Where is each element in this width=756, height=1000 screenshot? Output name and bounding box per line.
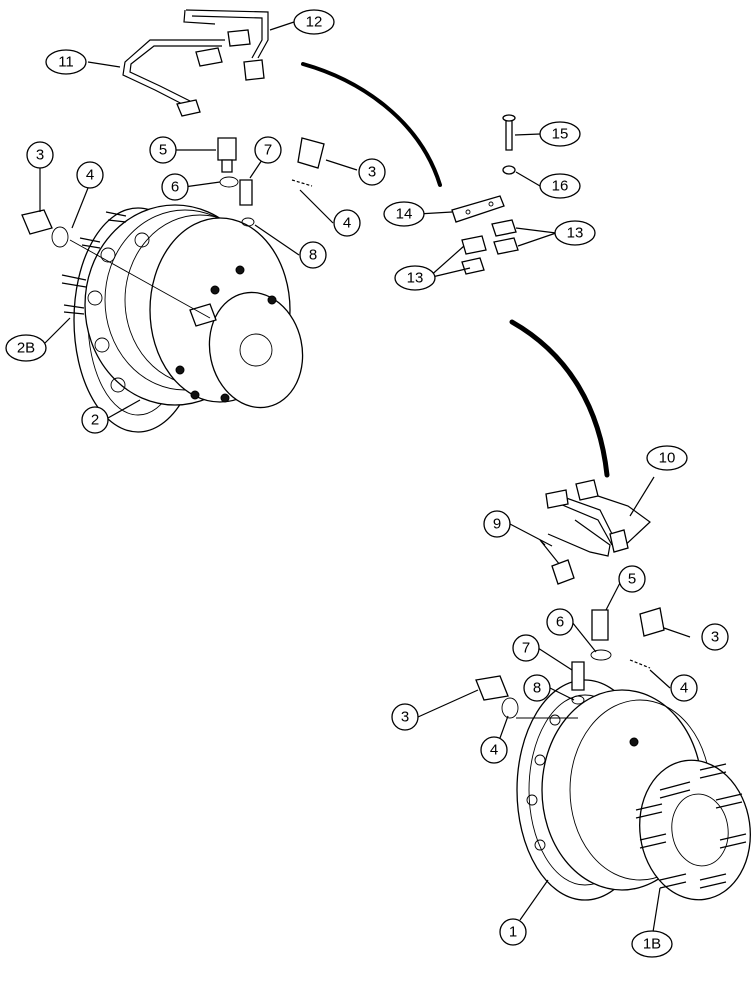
fittings-upper xyxy=(21,137,325,248)
callout-label-4: 4 xyxy=(680,680,688,697)
callout-label-13: 13 xyxy=(407,270,424,287)
callout-label-3: 3 xyxy=(368,164,376,181)
callout-12: 12 xyxy=(293,9,335,35)
fittings-lower xyxy=(475,607,665,719)
callout-3-a: 3 xyxy=(26,141,54,169)
callout-label-6: 6 xyxy=(556,614,564,631)
tube-assembly-upper xyxy=(122,9,269,117)
callout-4-c: 4 xyxy=(670,674,698,702)
callout-label-7: 7 xyxy=(522,640,530,657)
callout-label-3: 3 xyxy=(711,629,719,646)
callout-16: 16 xyxy=(539,173,581,199)
callout-4-a: 4 xyxy=(76,161,104,189)
callout-label-13: 13 xyxy=(567,225,584,242)
guide-arc-lower xyxy=(509,319,610,478)
callout-13-a: 13 xyxy=(554,220,596,246)
callout-7-a: 7 xyxy=(254,136,282,164)
callout-4-b: 4 xyxy=(333,209,361,237)
callout-label-4: 4 xyxy=(490,742,498,759)
callout-label-8: 8 xyxy=(533,680,541,697)
callout-6-a: 6 xyxy=(161,173,189,201)
callout-15: 15 xyxy=(539,121,581,147)
callout-2: 2 xyxy=(81,406,109,434)
callout-label-1B: 1B xyxy=(643,936,661,953)
callout-7-b: 7 xyxy=(512,634,540,662)
callout-label-2B: 2B xyxy=(17,340,35,357)
callout-8-b: 8 xyxy=(523,674,551,702)
callout-label-14: 14 xyxy=(396,206,413,223)
callout-9: 9 xyxy=(483,510,511,538)
callout-6-b: 6 xyxy=(546,608,574,636)
callout-2B: 2B xyxy=(5,334,47,362)
callout-1: 1 xyxy=(499,918,527,946)
callout-label-3: 3 xyxy=(401,709,409,726)
callout-label-7: 7 xyxy=(264,142,272,159)
callout-5-b: 5 xyxy=(618,565,646,593)
callout-label-6: 6 xyxy=(171,179,179,196)
mounting-hardware xyxy=(451,114,519,275)
callout-label-9: 9 xyxy=(493,516,501,533)
callout-1B: 1B xyxy=(631,930,673,958)
callout-label-5: 5 xyxy=(628,571,636,588)
callout-label-1: 1 xyxy=(509,924,517,941)
motor-lower xyxy=(516,679,751,901)
callout-10: 10 xyxy=(646,445,688,471)
callout-label-5: 5 xyxy=(159,142,167,159)
callout-label-16: 16 xyxy=(552,178,569,195)
tube-assembly-lower xyxy=(539,479,651,585)
callout-3-b: 3 xyxy=(358,158,386,186)
callout-label-12: 12 xyxy=(306,14,323,31)
callout-label-3: 3 xyxy=(36,147,44,164)
callout-13-b: 13 xyxy=(394,265,436,291)
callout-label-10: 10 xyxy=(659,450,676,467)
motor-upper xyxy=(61,204,304,433)
callout-5-a: 5 xyxy=(149,136,177,164)
callout-8-a: 8 xyxy=(299,241,327,269)
guide-arc-upper xyxy=(301,62,442,187)
callout-label-4: 4 xyxy=(86,167,94,184)
callout-4-d: 4 xyxy=(480,736,508,764)
callout-label-8: 8 xyxy=(309,247,317,264)
callout-label-11: 11 xyxy=(58,54,74,71)
callout-label-2: 2 xyxy=(91,412,99,429)
callout-11: 11 xyxy=(45,49,87,75)
callout-label-4: 4 xyxy=(343,215,351,232)
callout-3-d: 3 xyxy=(391,703,419,731)
callout-label-15: 15 xyxy=(552,126,569,143)
callout-14: 14 xyxy=(383,201,425,227)
callout-3-c: 3 xyxy=(701,623,729,651)
